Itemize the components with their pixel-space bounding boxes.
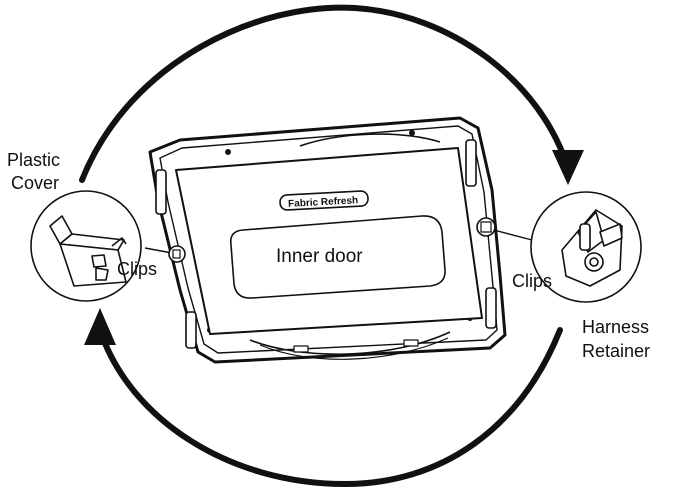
door-assembly — [148, 116, 507, 364]
fabric-refresh-badge: Fabric Refresh — [288, 195, 359, 210]
harness-retainer-label-line2: Retainer — [582, 341, 650, 361]
clip-icon — [49, 215, 127, 287]
clip-callout-left — [144, 245, 186, 263]
plastic-cover-label-line1: Plastic — [7, 150, 60, 170]
clips-left-label: Clips — [117, 259, 157, 279]
arrowhead-right-icon — [552, 150, 584, 185]
clip-callout-right — [476, 217, 533, 241]
inner-door-label: Inner door — [276, 246, 363, 267]
retainer-icon — [561, 209, 623, 287]
arrowhead-left-icon — [84, 308, 116, 345]
plastic-cover-label-line2: Cover — [11, 173, 59, 193]
clips-right-label: Clips — [512, 271, 552, 291]
harness-retainer-label-line1: Harness — [582, 317, 649, 337]
cycle-arrow-icon — [79, 4, 571, 488]
